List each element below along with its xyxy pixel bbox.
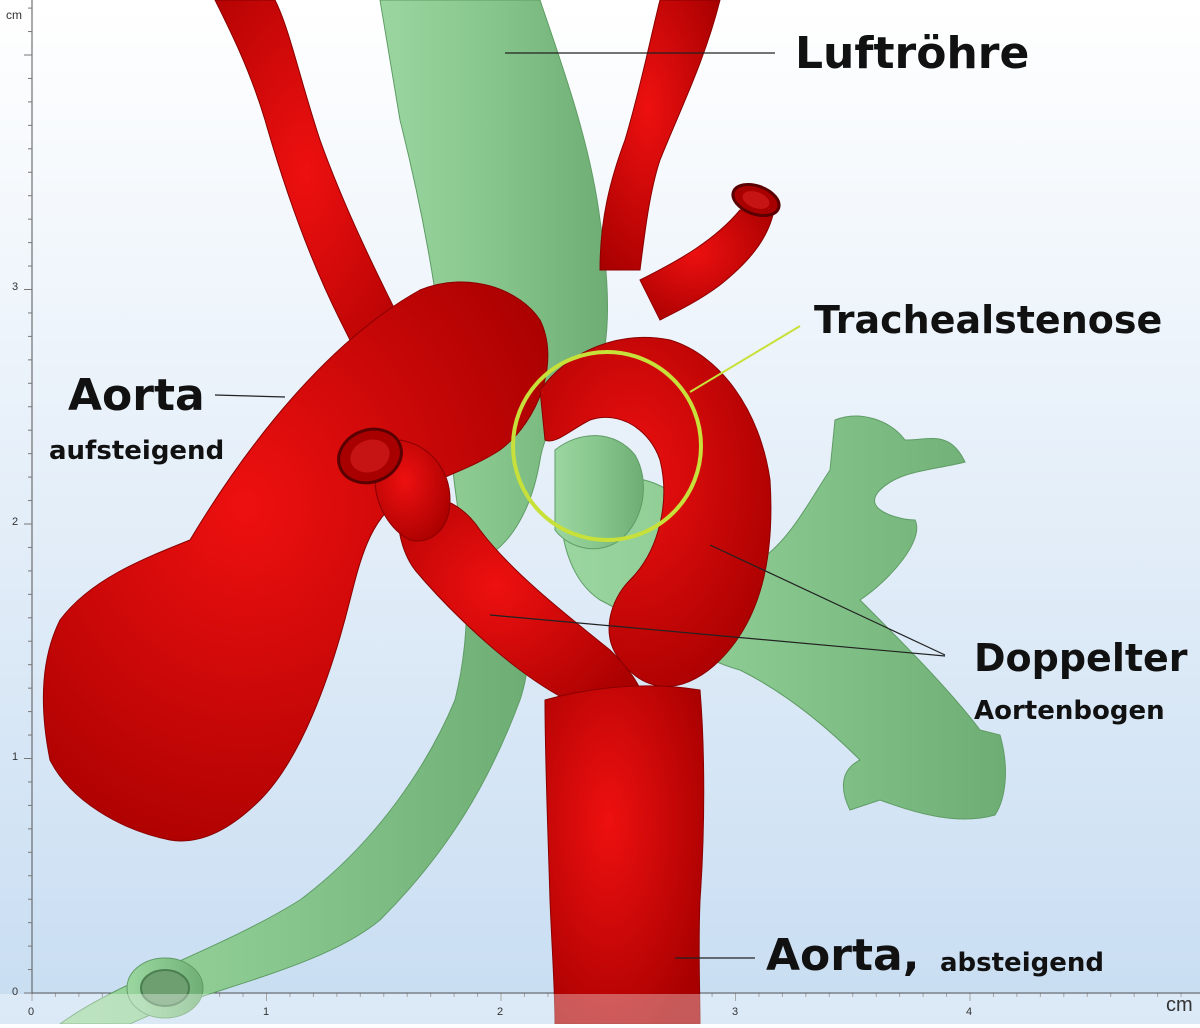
aorta-body <box>42 0 776 1025</box>
left-bronchus-opening <box>140 969 190 1007</box>
x-tick-0: 0 <box>28 1006 35 1018</box>
y-tick-0: 0 <box>12 986 19 998</box>
right-branch-lumen <box>742 191 770 209</box>
label-double-arch-sub: Aortenbogen <box>974 696 1165 726</box>
x-axis-unit: cm <box>1166 994 1193 1016</box>
label-aorta-ascending-sub: aufsteigend <box>49 436 225 466</box>
label-aorta-descending-title: Aorta, <box>766 930 920 981</box>
x-tick-3: 3 <box>732 1006 739 1018</box>
x-tick-1: 1 <box>263 1006 270 1018</box>
leader-lines <box>214 52 946 959</box>
label-aorta-descending-sub: absteigend <box>940 948 1104 978</box>
stenosis-ring <box>511 350 703 542</box>
x-tick-4: 4 <box>966 1006 973 1018</box>
y-tick-2: 2 <box>12 516 19 528</box>
label-aorta-ascending-title: Aorta <box>68 370 205 421</box>
trachea-through-ring <box>554 435 644 550</box>
stenosis-leader <box>689 325 801 393</box>
y-axis-unit: cm <box>6 8 22 22</box>
y-tick-3: 3 <box>12 281 19 293</box>
label-trachea: Luftröhre <box>795 28 1030 79</box>
label-tracheal-stenosis: Trachealstenose <box>814 298 1163 342</box>
bottom-fade <box>0 994 1200 1024</box>
x-tick-2: 2 <box>497 1006 504 1018</box>
left-subclavian-lumen <box>350 439 390 473</box>
y-tick-1: 1 <box>12 751 19 763</box>
label-double-arch-title: Doppelter <box>974 636 1188 680</box>
